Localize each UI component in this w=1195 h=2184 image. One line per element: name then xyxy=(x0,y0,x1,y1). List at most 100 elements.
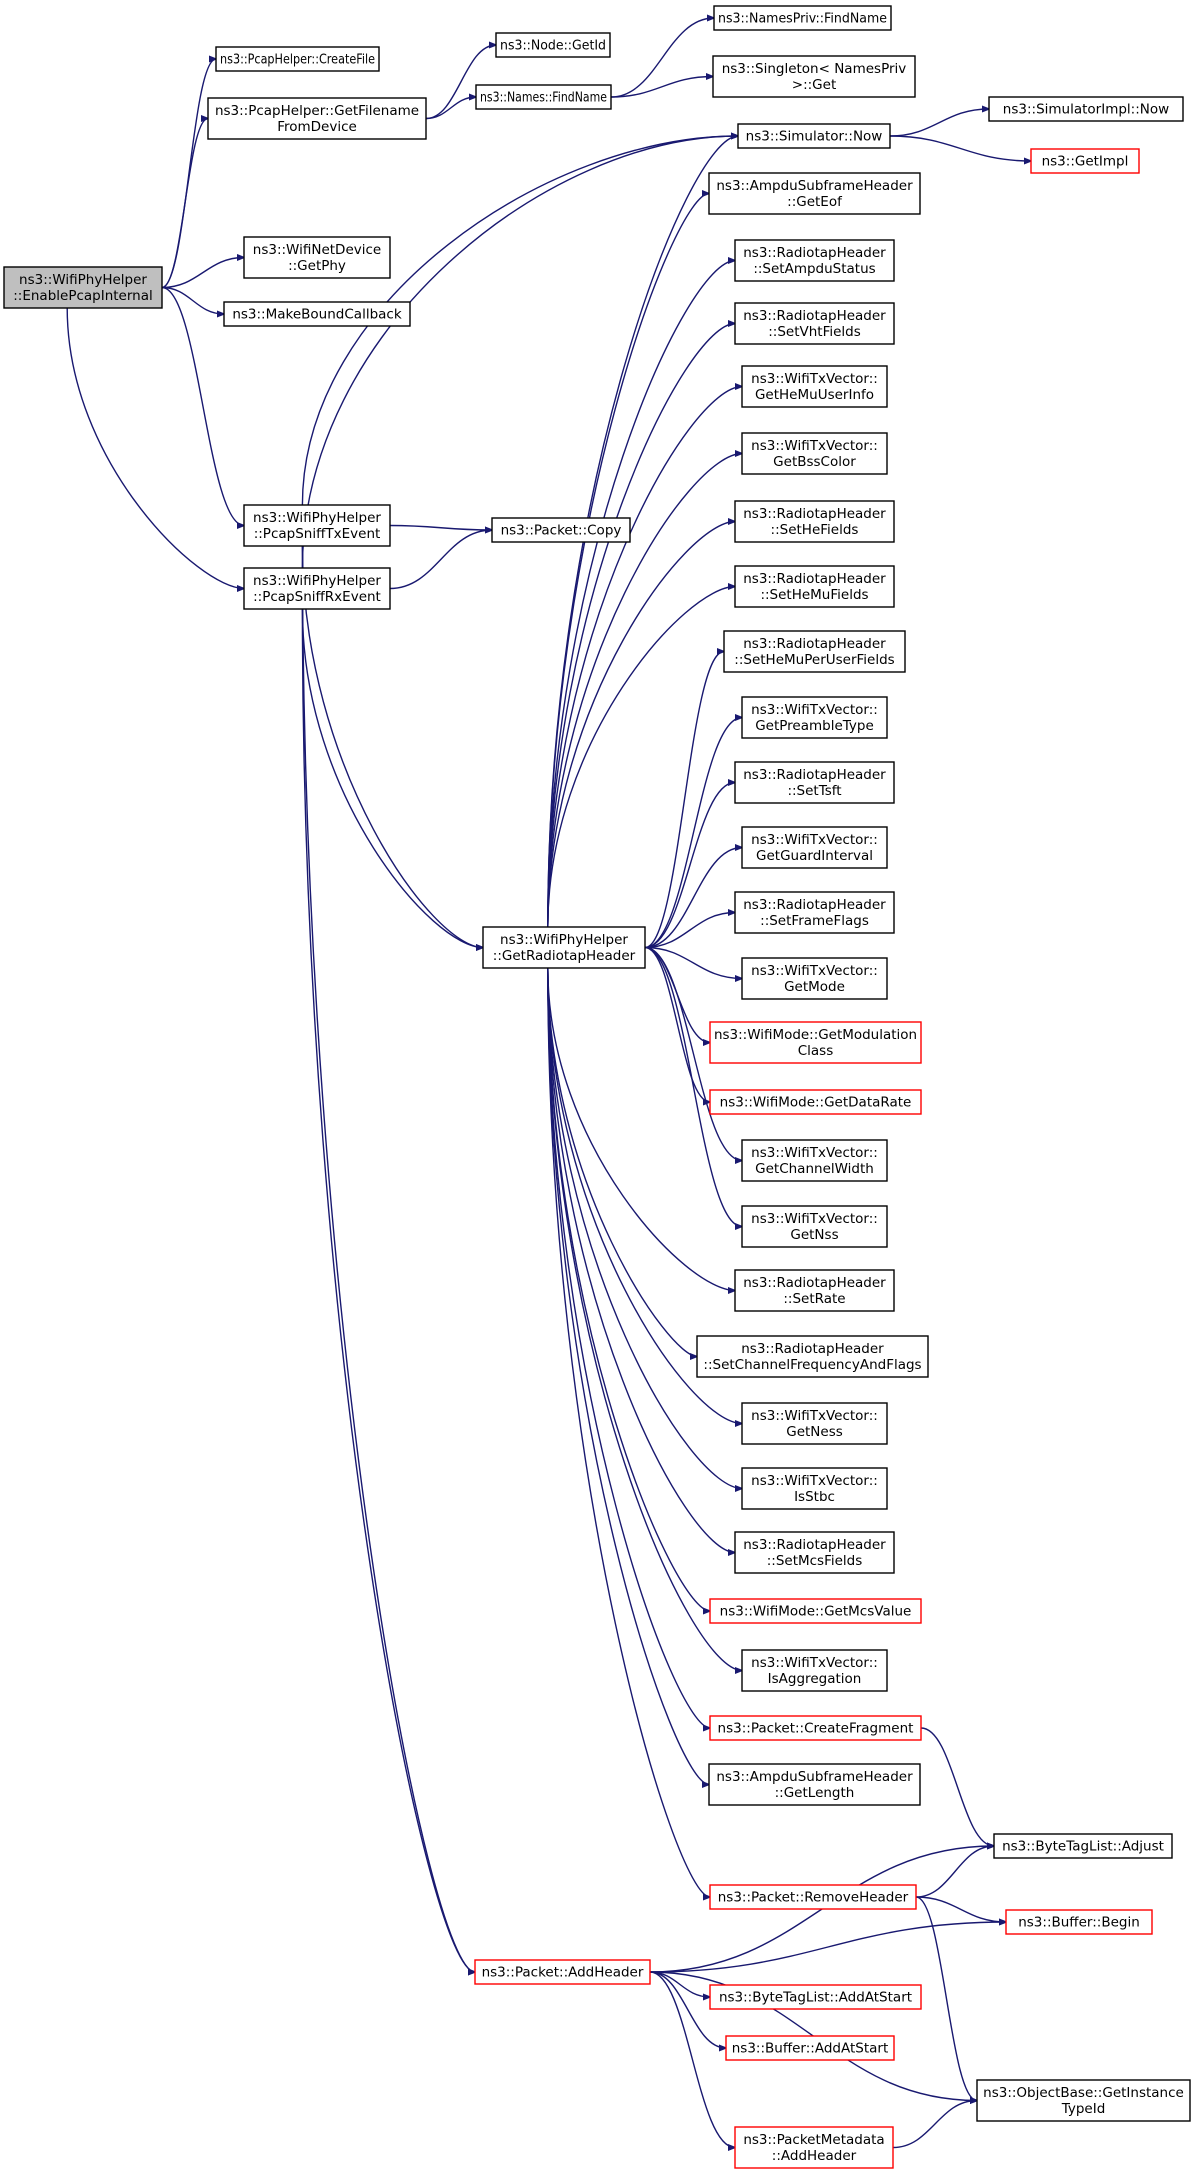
node-label-line: ::SetHeFields xyxy=(771,522,859,538)
node-box xyxy=(741,1139,888,1182)
node-byteTagAdjust[interactable]: ns3::ByteTagList::Adjust xyxy=(993,1833,1173,1859)
node-getNss[interactable]: ns3::WifiTxVector::GetNss xyxy=(741,1205,888,1248)
node-namesPrivFind[interactable]: ns3::NamesPriv::FindName xyxy=(713,5,892,31)
node-box xyxy=(741,1205,888,1248)
edge-root-to-sniffTx xyxy=(161,286,244,526)
edge-getRadiotap-to-getDataRate xyxy=(644,946,710,1103)
node-label-line: IsStbc xyxy=(794,1489,835,1505)
node-label-line: ns3::WifiPhyHelper xyxy=(500,932,628,948)
node-box xyxy=(1030,148,1140,174)
node-box xyxy=(741,826,888,869)
node-label-line: ns3::Names::FindName xyxy=(480,90,607,106)
node-bufferAddAtStart[interactable]: ns3::Buffer::AddAtStart xyxy=(725,2035,895,2061)
node-label-line: ns3::WifiPhyHelper xyxy=(19,272,147,288)
node-makeBound[interactable]: ns3::MakeBoundCallback xyxy=(223,301,411,327)
node-setAmpduStatus[interactable]: ns3::RadiotapHeader::SetAmpduStatus xyxy=(734,239,895,282)
node-getBssColor[interactable]: ns3::WifiTxVector::GetBssColor xyxy=(741,432,888,475)
node-label-line: ns3::RadiotapHeader xyxy=(743,897,886,913)
node-setHeMuPerUser[interactable]: ns3::RadiotapHeader::SetHeMuPerUserField… xyxy=(723,630,906,673)
node-singletonGet[interactable]: ns3::Singleton< NamesPriv>::Get xyxy=(712,55,916,98)
node-nodeGetId[interactable]: ns3::Node::GetId xyxy=(495,32,611,58)
node-label-line: TypeId xyxy=(1061,2101,1106,2117)
node-setMcsFields[interactable]: ns3::RadiotapHeader::SetMcsFields xyxy=(734,1531,895,1574)
edge-sniffRx-to-addHeader xyxy=(301,608,475,1972)
node-label-line: ::PcapSniffTxEvent xyxy=(254,526,381,542)
node-root[interactable]: ns3::WifiPhyHelper::EnablePcapInternal xyxy=(3,266,163,309)
node-label-line: GetChannelWidth xyxy=(755,1161,874,1177)
node-sniffTx[interactable]: ns3::WifiPhyHelper::PcapSniffTxEvent xyxy=(243,504,391,547)
node-box xyxy=(741,432,888,475)
edge-getRadiotap-to-setChanFreq xyxy=(547,967,697,1357)
node-box xyxy=(243,567,391,610)
node-namesFind[interactable]: ns3::Names::FindName xyxy=(475,84,612,110)
node-box xyxy=(734,302,895,345)
node-label-line: ns3::Packet::CreateFragment xyxy=(718,1721,914,1737)
node-setFrameFlags[interactable]: ns3::RadiotapHeader::SetFrameFlags xyxy=(734,891,895,934)
node-label-line: ns3::WifiTxVector:: xyxy=(751,1473,878,1489)
edge-simNow-to-getImpl xyxy=(889,135,1031,161)
node-label-line: ns3::ObjectBase::GetInstance xyxy=(983,2085,1184,2101)
node-label-line: ::SetAmpduStatus xyxy=(753,261,875,277)
node-getDataRate[interactable]: ns3::WifiMode::GetDataRate xyxy=(709,1089,922,1115)
node-getImpl[interactable]: ns3::GetImpl xyxy=(1030,148,1140,174)
edge-getRadiotap-to-isAggregation xyxy=(547,967,742,1671)
node-box xyxy=(741,1467,888,1510)
node-getPhy[interactable]: ns3::WifiNetDevice::GetPhy xyxy=(243,236,391,279)
node-getNess[interactable]: ns3::WifiTxVector::GetNess xyxy=(741,1402,888,1445)
node-getPreambleType[interactable]: ns3::WifiTxVector::GetPreambleType xyxy=(741,696,888,739)
node-box xyxy=(723,630,906,673)
edge-getRadiotap-to-setFrameFlags xyxy=(644,913,735,949)
node-label-line: ::SetMcsFields xyxy=(767,1553,863,1569)
node-box xyxy=(1005,1909,1153,1935)
node-setRate[interactable]: ns3::RadiotapHeader::SetRate xyxy=(734,1269,895,1312)
node-sniffRx[interactable]: ns3::WifiPhyHelper::PcapSniffRxEvent xyxy=(243,567,391,610)
node-getMode[interactable]: ns3::WifiTxVector::GetMode xyxy=(741,957,888,1000)
node-box xyxy=(709,1715,922,1741)
node-box xyxy=(243,236,391,279)
node-label-line: ::SetFrameFlags xyxy=(760,913,869,929)
edge-getRadiotap-to-getPreambleType xyxy=(644,718,742,949)
node-getGuardInterval[interactable]: ns3::WifiTxVector::GetGuardInterval xyxy=(741,826,888,869)
node-setHeMuFields[interactable]: ns3::RadiotapHeader::SetHeMuFields xyxy=(734,565,895,608)
edge-getRadiotap-to-setHeMuFields xyxy=(547,587,735,928)
node-label-line: ns3::Node::GetId xyxy=(500,38,606,54)
edge-namesFind-to-namesPrivFind xyxy=(610,18,714,98)
node-box xyxy=(734,1531,895,1574)
node-bufferBegin[interactable]: ns3::Buffer::Begin xyxy=(1005,1909,1153,1935)
node-isAggregation[interactable]: ns3::WifiTxVector::IsAggregation xyxy=(741,1649,888,1692)
node-setChanFreq[interactable]: ns3::RadiotapHeader::SetChannelFrequency… xyxy=(696,1335,929,1378)
node-setVhtFields[interactable]: ns3::RadiotapHeader::SetVhtFields xyxy=(734,302,895,345)
edge-getRadiotap-to-getGuardInterval xyxy=(644,848,742,949)
node-createFile[interactable]: ns3::PcapHelper::CreateFile xyxy=(215,46,380,72)
node-getMcsValue[interactable]: ns3::WifiMode::GetMcsValue xyxy=(709,1598,922,1624)
node-pktMetaAddHeader[interactable]: ns3::PacketMetadata::AddHeader xyxy=(734,2126,894,2169)
node-isStbc[interactable]: ns3::WifiTxVector::IsStbc xyxy=(741,1467,888,1510)
node-addHeader[interactable]: ns3::Packet::AddHeader xyxy=(474,1959,651,1985)
node-removeHeader[interactable]: ns3::Packet::RemoveHeader xyxy=(709,1884,917,1910)
node-label-line: GetBssColor xyxy=(773,454,856,470)
node-packetCopy[interactable]: ns3::Packet::Copy xyxy=(491,517,631,543)
node-ampduGetEof[interactable]: ns3::AmpduSubframeHeader::GetEof xyxy=(708,172,921,215)
edge-sniffRx-to-getRadiotap xyxy=(301,608,483,948)
node-label-line: ns3::WifiTxVector:: xyxy=(751,1145,878,1161)
edge-getRadiotap-to-getNss xyxy=(644,946,742,1227)
node-label-line: ::SetHeMuPerUserFields xyxy=(734,652,894,668)
node-createFragment[interactable]: ns3::Packet::CreateFragment xyxy=(709,1715,922,1741)
edge-getRadiotap-to-setHeFields xyxy=(547,522,735,928)
node-getChannelWidth[interactable]: ns3::WifiTxVector::GetChannelWidth xyxy=(741,1139,888,1182)
node-label-line: ::GetEof xyxy=(787,194,843,210)
node-label-line: ::SetHeMuFields xyxy=(760,587,868,603)
node-setTsft[interactable]: ns3::RadiotapHeader::SetTsft xyxy=(734,761,895,804)
node-simImplNow[interactable]: ns3::SimulatorImpl::Now xyxy=(988,96,1184,122)
node-label-line: ns3::WifiTxVector:: xyxy=(751,371,878,387)
node-getRadiotap[interactable]: ns3::WifiPhyHelper::GetRadiotapHeader xyxy=(482,926,646,969)
node-setHeFields[interactable]: ns3::RadiotapHeader::SetHeFields xyxy=(734,500,895,543)
node-ampduGetLength[interactable]: ns3::AmpduSubframeHeader::GetLength xyxy=(708,1763,921,1806)
node-getHeMuUserInfo[interactable]: ns3::WifiTxVector::GetHeMuUserInfo xyxy=(741,365,888,408)
node-byteTagAddAtStart[interactable]: ns3::ByteTagList::AddAtStart xyxy=(709,1984,922,2010)
node-simNow[interactable]: ns3::Simulator::Now xyxy=(737,123,891,149)
